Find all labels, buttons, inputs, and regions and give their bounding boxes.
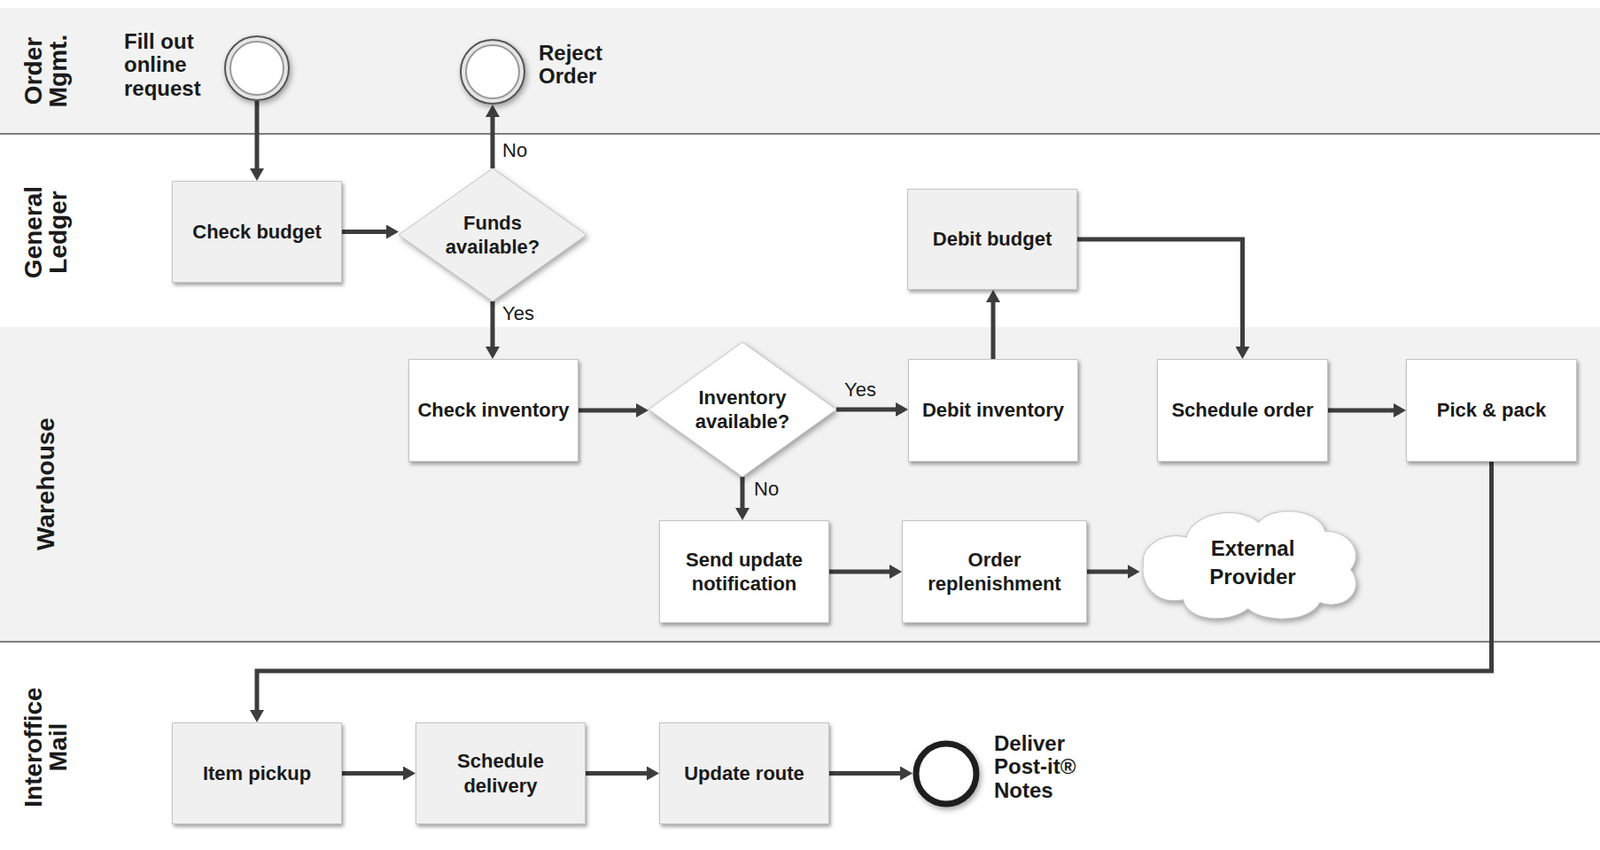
process-box: Check budget [171,180,342,283]
flow-connector [341,229,390,234]
process-box: Check inventory [408,358,579,462]
event-label-holder: Reject Order [538,41,637,89]
event-circle: Fill out online request [224,35,290,101]
lane-label-holder: Order Mgmt. [3,7,89,133]
flow-connector [585,770,651,776]
flow-connector [256,461,1492,714]
event-label-holder: Fill out online request [124,30,222,101]
flow-connector [991,298,996,359]
end-ring [916,743,977,804]
flow-connector [829,569,894,575]
edge-label-holder: Yes [841,379,879,401]
process-box: Send update notification [659,520,830,623]
process-box: Pick & pack [1405,358,1577,462]
flow-connector [836,407,900,412]
cloud-label: External Provider [1185,534,1321,590]
diamond-shape [648,341,837,477]
process-label: Send update notification [667,547,821,597]
swimlane: General Ledger Check budget Funds availabl… [0,132,1600,327]
end-event-circle: Deliver Post-it® Notes [912,739,980,808]
cloud-outline [1140,499,1367,625]
external-cloud: External Provider [1140,499,1367,625]
flow-connector [341,770,407,776]
decision-label: Inventory available? [686,385,800,435]
inner-ring [466,45,520,99]
lane-label: General Ledger [21,165,71,299]
lane-label: Interoffice Mail [21,667,71,827]
process-label: Update route [683,761,805,786]
inner-ring [230,41,284,95]
flow-connector [490,113,496,169]
process-box: Debit budget [907,188,1078,290]
event-label: Fill out online request [124,30,222,101]
edge-label: No [751,477,782,500]
process-box: Order replenishment [901,520,1088,623]
outer-ring [225,36,289,101]
decision-diamond: Inventory available? [648,341,837,477]
lane-label-holder: Warehouse [3,326,89,641]
flow-connector [1077,239,1243,350]
event-label: Reject Order [538,41,637,89]
edge-label: No [499,139,530,162]
flow-connector [1087,569,1132,575]
edge-label-holder: No [499,139,530,162]
process-label: Schedule order [1171,397,1313,423]
circle-outline [912,739,980,808]
swimlane: Order Mgmt. Fill out online request Reject… [0,7,1600,133]
flow-connector [829,770,904,776]
process-box: Schedule order [1157,358,1329,462]
diamond-shape [398,168,587,302]
process-label: Check budget [192,219,321,245]
event-label-holder: Deliver Post-it® Notes [994,731,1099,802]
swimlane: Warehouse Check inventory Inventory availa… [0,326,1600,641]
process-label: Debit inventory [922,397,1065,423]
diamond-outline [648,341,837,477]
flow-connector [490,301,496,350]
edge-label-holder: Yes [499,302,537,325]
process-label: Pick & pack [1436,397,1547,423]
process-label: Check inventory [417,397,569,423]
circle-outline [459,38,526,105]
process-label: Debit budget [932,226,1052,252]
flow-connector [255,100,260,172]
process-label: Schedule delivery [424,748,577,798]
decision-diamond: Funds available? [398,168,587,302]
event-label: Deliver Post-it® Notes [994,731,1099,802]
flow-connector [578,408,640,413]
process-box: Debit inventory [908,358,1079,462]
circle-outline [224,35,290,101]
event-circle: Reject Order [459,38,526,105]
edge-label: Yes [841,378,879,401]
lane-label-holder: Interoffice Mail [3,642,89,850]
edge-label-holder: No [751,478,782,500]
lane-label-holder: General Ledger [3,134,89,329]
lane-label: Warehouse [33,350,59,617]
outer-ring [460,39,525,104]
diamond-outline [398,168,587,302]
process-label: Order replenishment [910,547,1079,597]
edge-label: Yes [499,302,537,325]
flow-connector [740,476,746,512]
decision-label: Funds available? [436,210,550,260]
flow-connector [1328,408,1398,413]
cloud-shape [1142,511,1357,619]
process-label: Item pickup [202,761,311,786]
process-box: Item pickup [171,722,342,824]
process-box: Schedule delivery [415,722,586,824]
process-box: Update route [659,722,830,824]
lane-label: Order Mgmt. [21,13,71,129]
